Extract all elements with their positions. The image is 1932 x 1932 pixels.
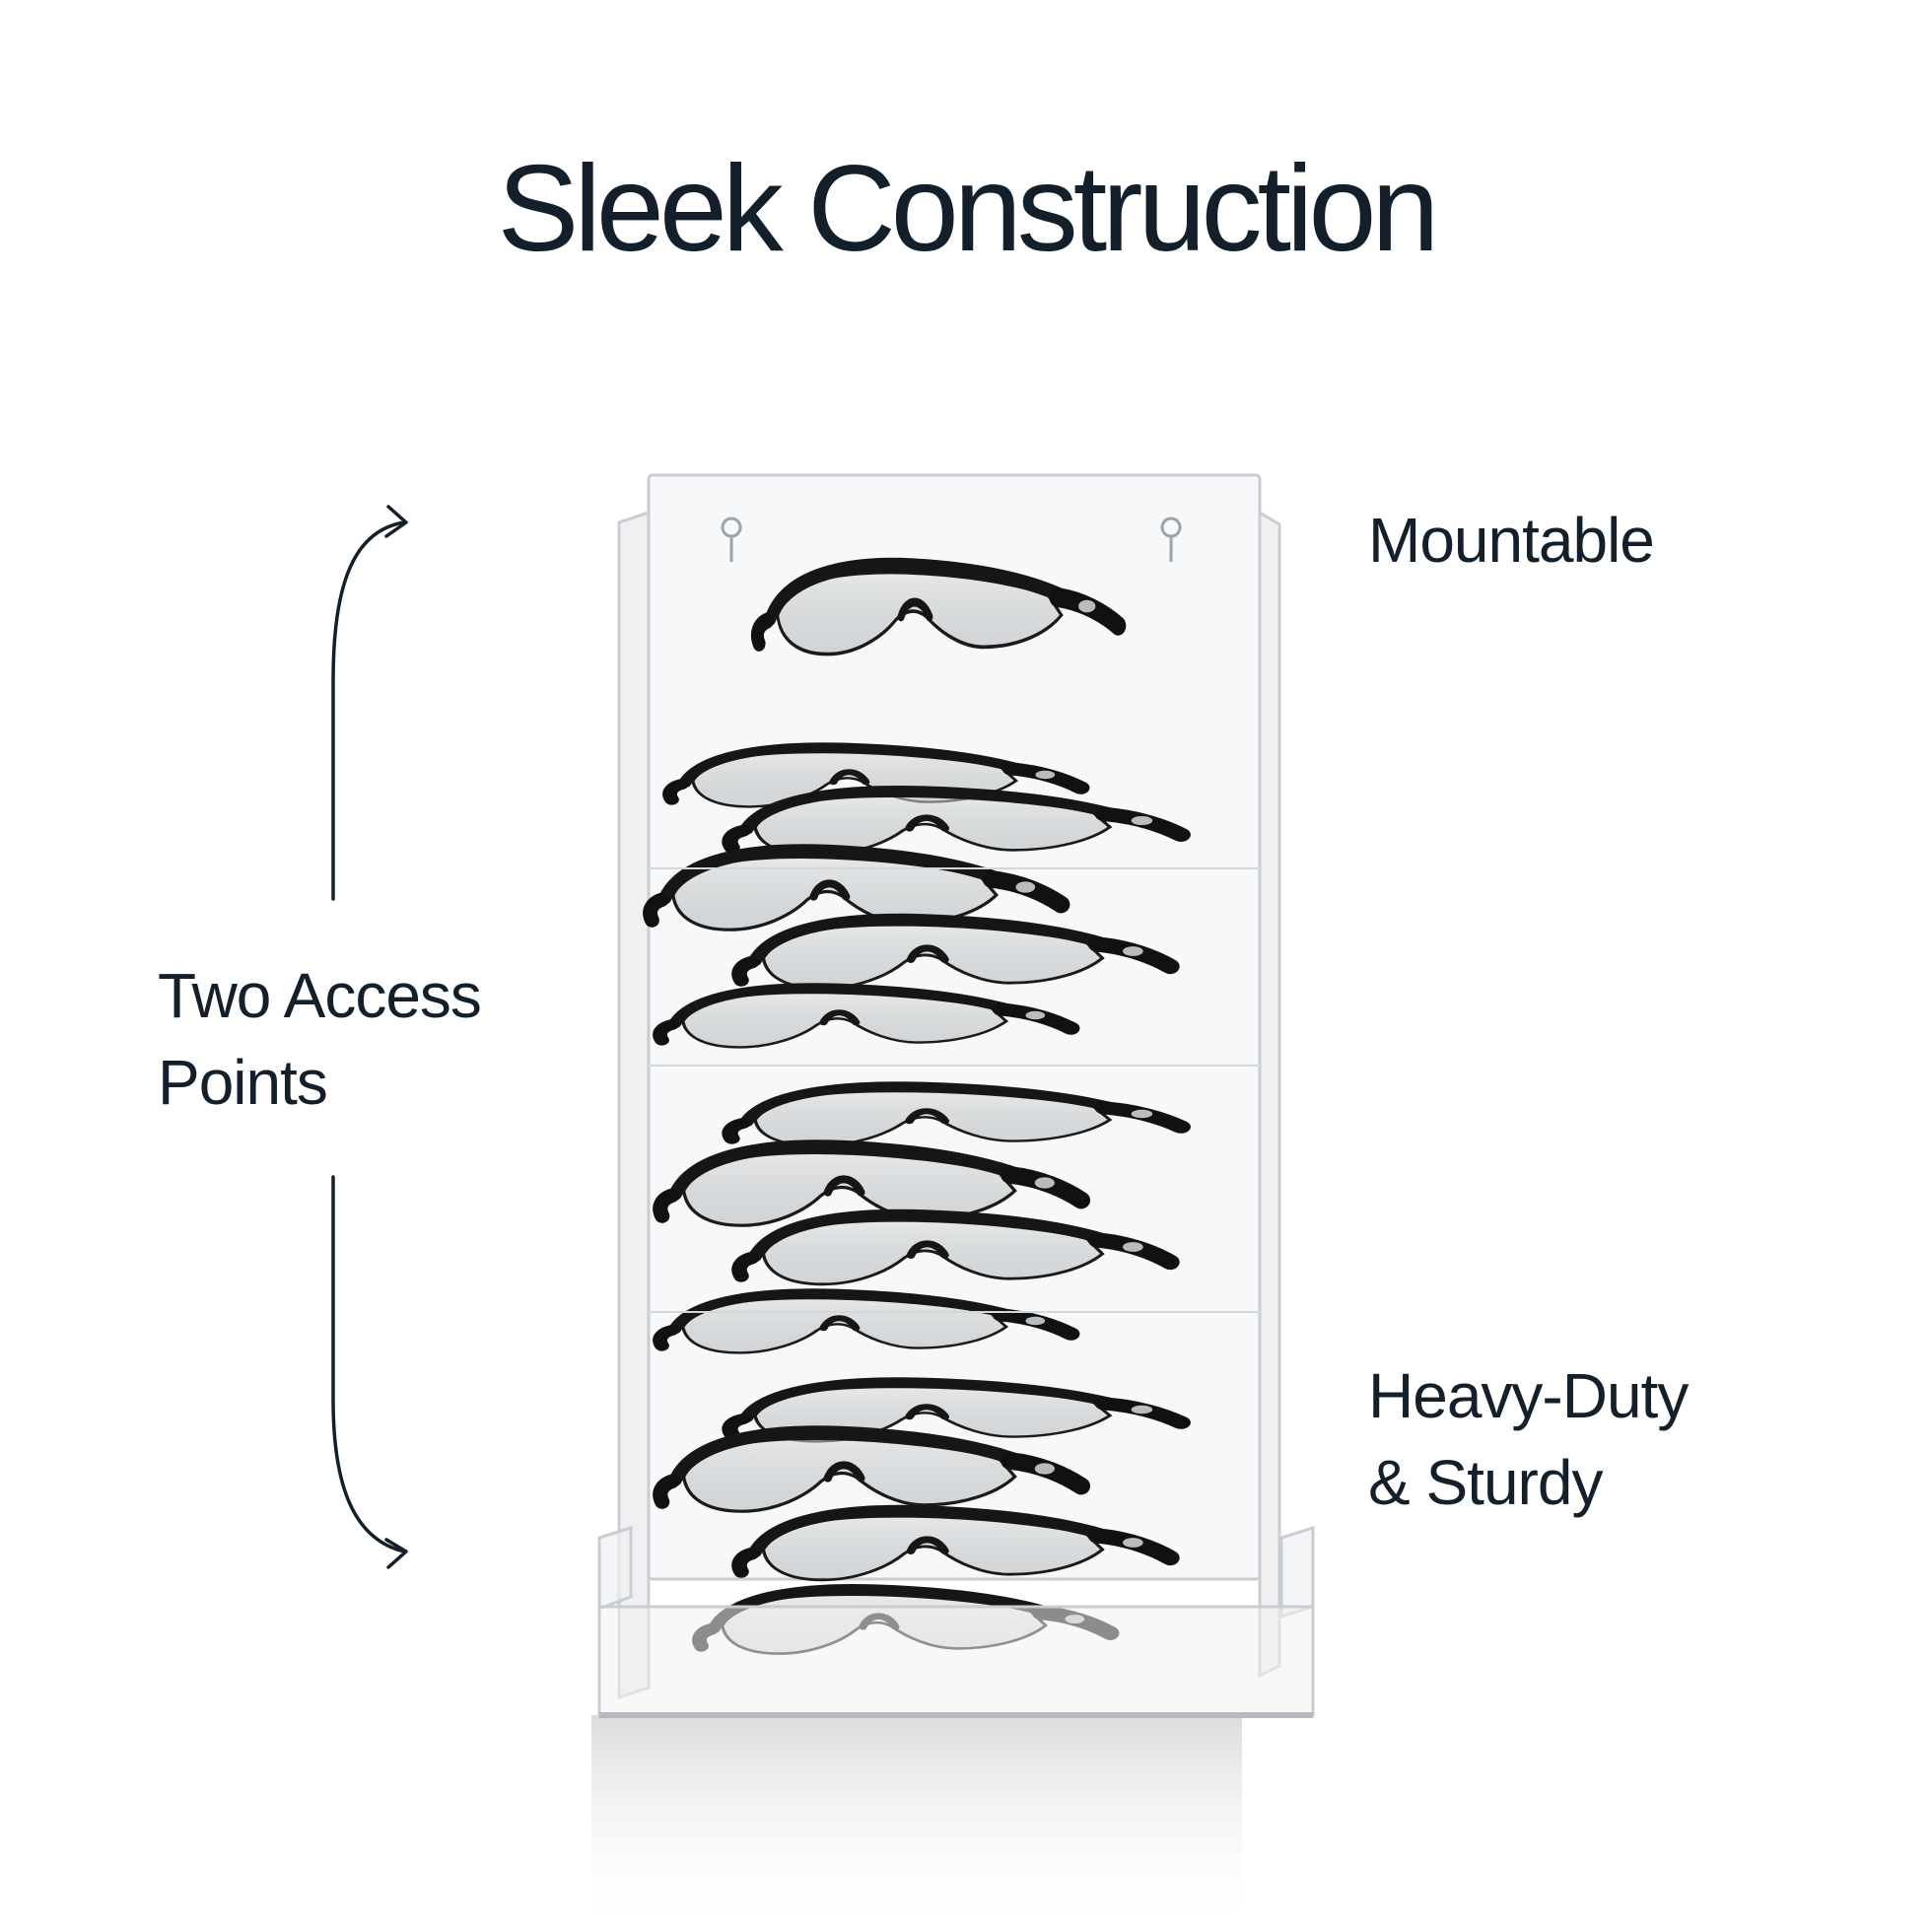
feature-label-mountable: Mountable (1368, 497, 1655, 584)
feature-label-line: & Sturdy (1368, 1447, 1603, 1518)
page-title: Sleek Construction (497, 141, 1440, 277)
feature-label-heavy-duty: Heavy-Duty & Sturdy (1368, 1352, 1689, 1526)
feature-label-two-access-points: Two Access Points (158, 952, 482, 1126)
feature-label-line: Heavy-Duty (1368, 1360, 1689, 1431)
feature-label-line: Two Access (158, 960, 482, 1031)
glasses-dispenser-illustration (591, 473, 1315, 1932)
feature-label-line: Points (158, 1047, 328, 1118)
feature-label-line: Mountable (1368, 505, 1655, 576)
double-headed-curved-arrow-icon (331, 505, 408, 1569)
